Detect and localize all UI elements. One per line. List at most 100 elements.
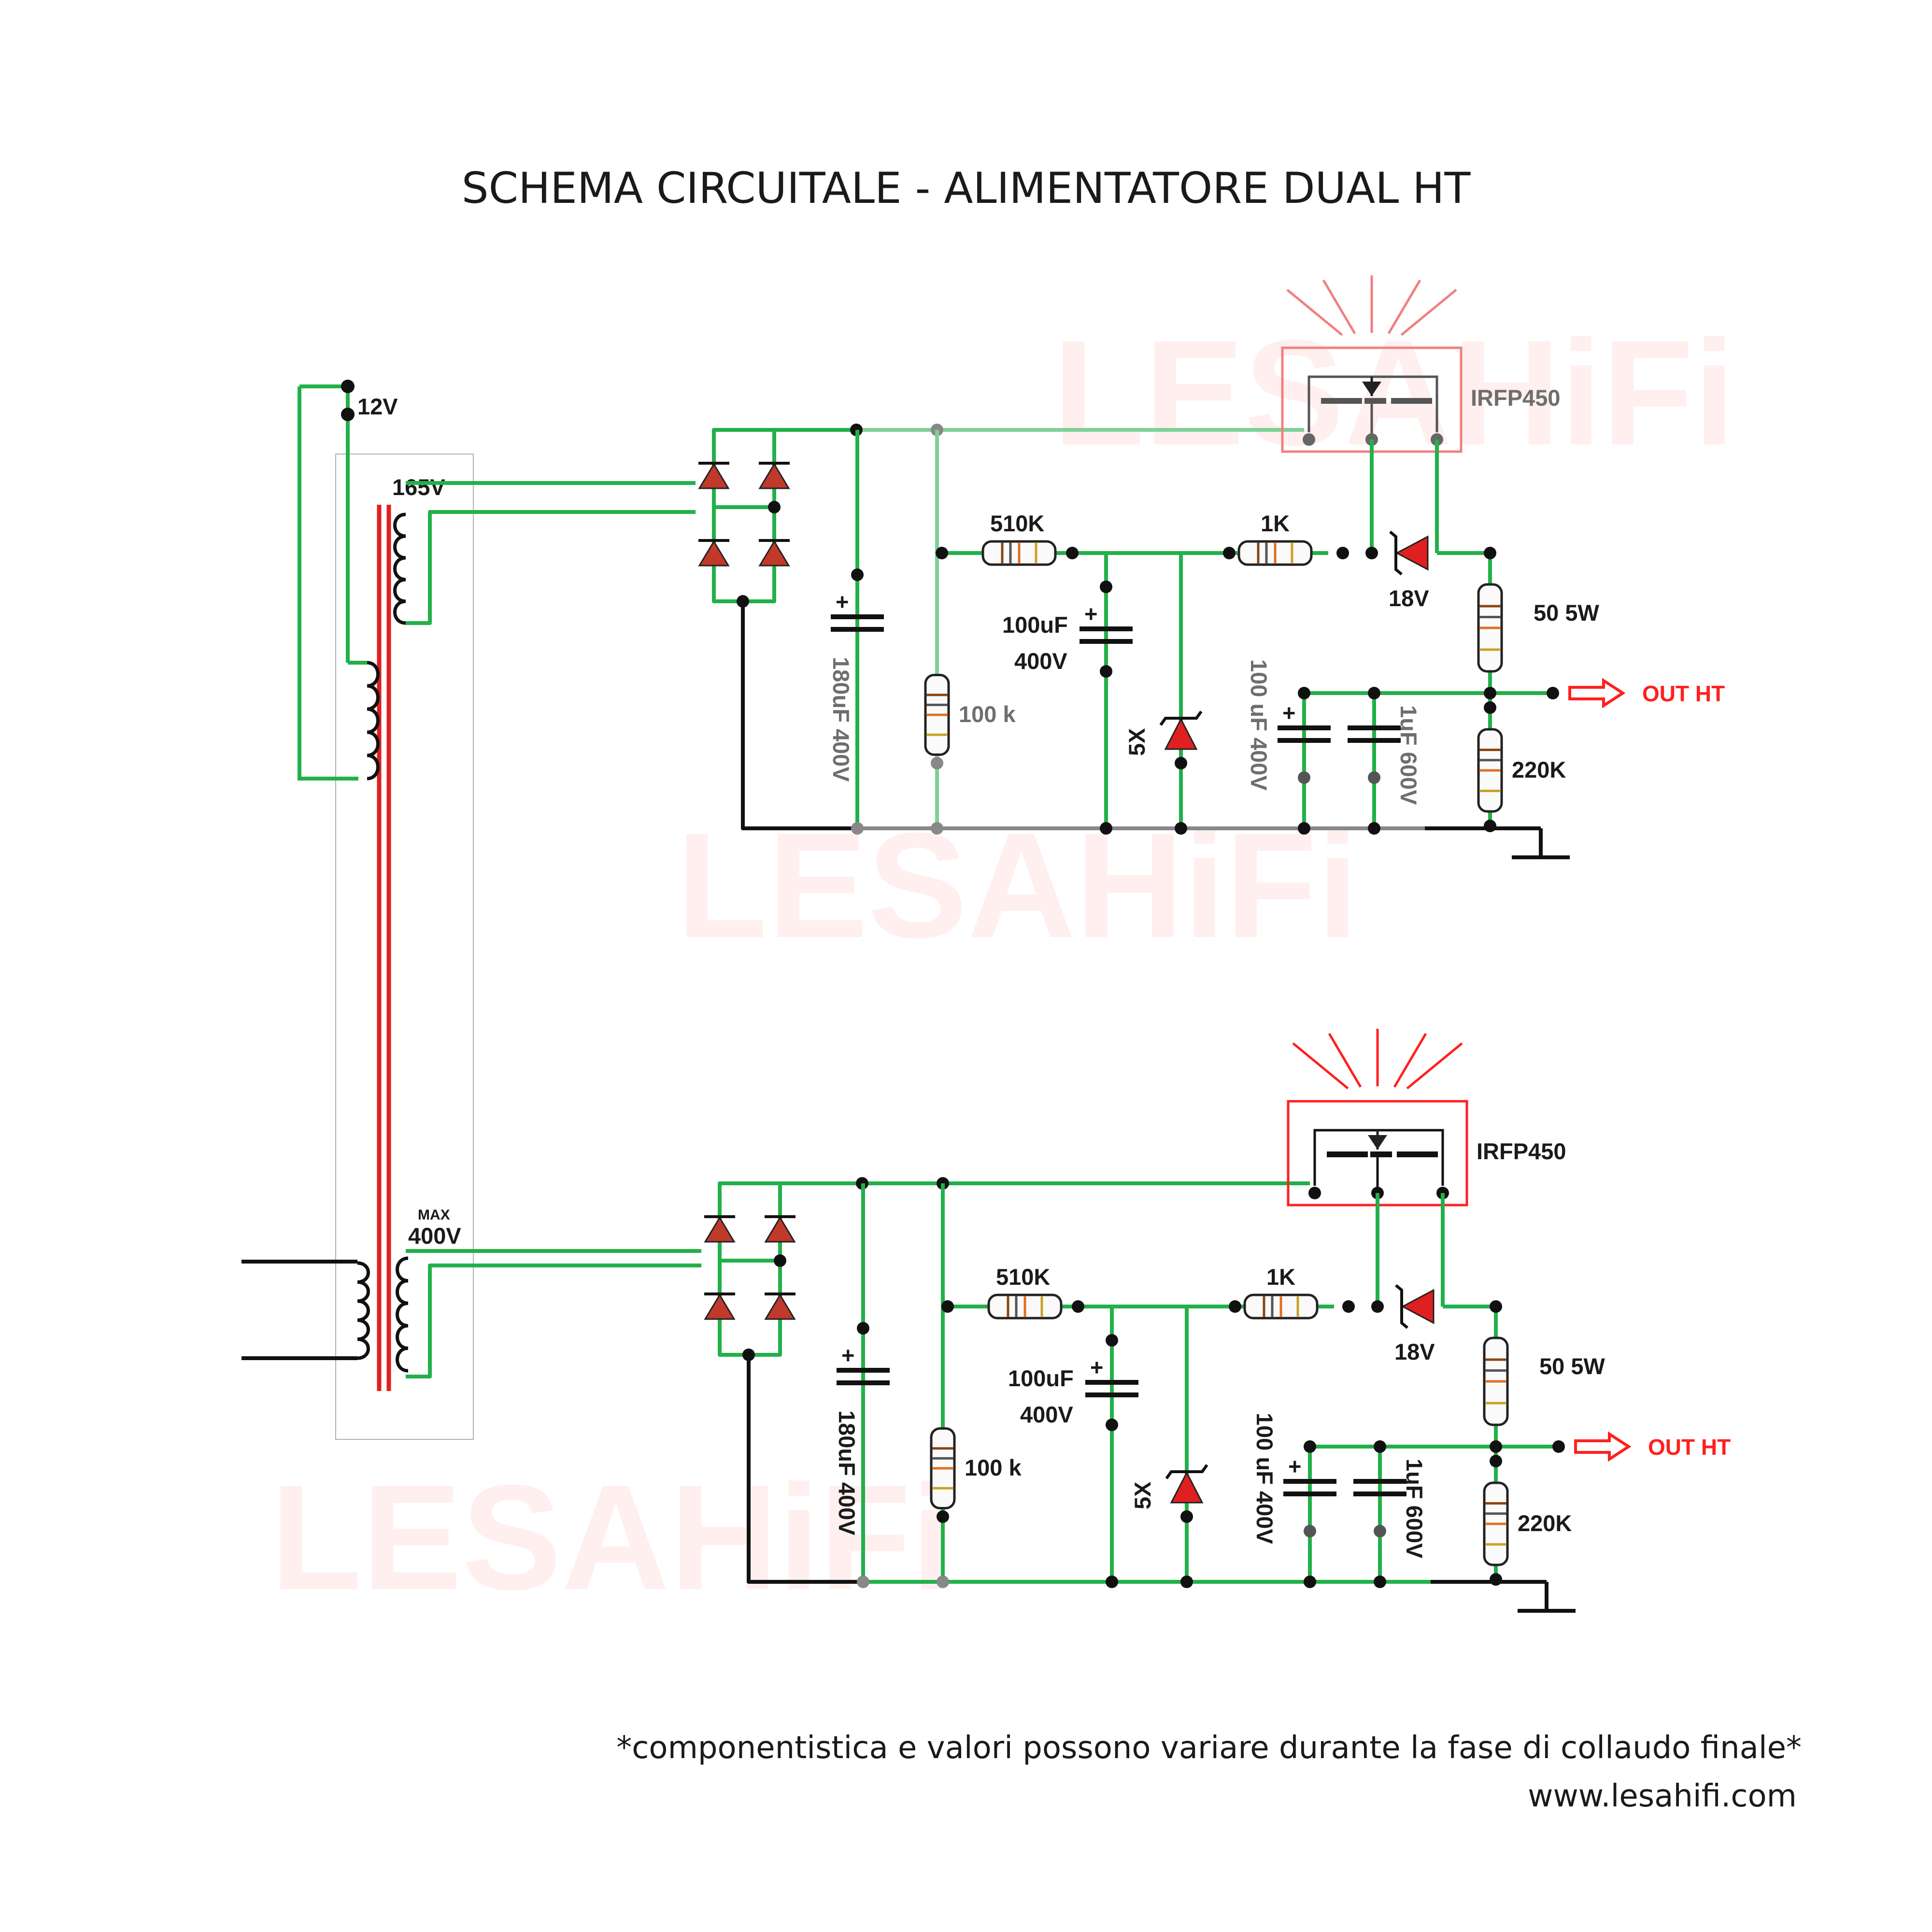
junction-dot — [1374, 1525, 1386, 1537]
bridge-diode-2 — [758, 462, 790, 489]
junction-dot — [774, 1254, 786, 1267]
junction-dot — [1180, 1576, 1193, 1588]
junction-dot — [1484, 701, 1496, 714]
heat-ray — [1322, 279, 1356, 334]
junction-dot — [1106, 1334, 1118, 1347]
terminal-12v-top — [341, 380, 355, 393]
label-output: OUT HT — [1642, 681, 1725, 706]
diode-triangle — [764, 1216, 796, 1243]
zener-triangle — [1164, 717, 1198, 750]
coil-winding — [396, 1256, 409, 1373]
zener-18v — [1395, 1284, 1435, 1329]
zener-5x — [1165, 1464, 1208, 1504]
label-165v: 165V — [392, 474, 445, 500]
zener-5x — [1159, 710, 1203, 750]
mosfet-irfp450: IRFP450 — [1287, 1029, 1566, 1207]
label-zener-18v: 18V — [1394, 1339, 1435, 1364]
junction-dot — [1100, 665, 1112, 678]
plus-sign-icon: + — [1084, 601, 1097, 626]
capacitor-100uf: + — [1080, 601, 1133, 644]
junction-dot — [937, 1576, 949, 1588]
junction-dot — [857, 1322, 869, 1335]
wire-primary — [242, 1260, 357, 1360]
capacitor-plate — [1353, 1479, 1406, 1484]
capacitor-plate — [1080, 639, 1133, 644]
junction-dot — [1304, 1576, 1316, 1588]
diode-triangle — [758, 540, 790, 567]
capacitor-plate — [1283, 1479, 1336, 1484]
heat-ray — [1328, 1033, 1362, 1088]
junction-dot — [1223, 547, 1236, 559]
capacitor-plate — [1278, 738, 1331, 743]
junction-dot — [1106, 1576, 1118, 1588]
bridge-diode-1 — [698, 462, 730, 489]
label-c1uf: 1uF 600V — [1396, 705, 1421, 805]
label-c100uf-b: 100 uF 400V — [1246, 659, 1272, 791]
capacitor-plate — [1085, 1380, 1138, 1385]
junction-dot — [1365, 547, 1378, 559]
coil-12v — [367, 661, 380, 781]
coil-winding — [393, 512, 406, 625]
junction-dot — [1100, 822, 1112, 835]
resistor-510k — [981, 540, 1057, 566]
label-c180: 180uF 400V — [834, 1410, 860, 1535]
label-output: OUT HT — [1648, 1435, 1731, 1460]
capacitor-1uf — [1348, 725, 1401, 743]
diode-triangle — [704, 1293, 736, 1320]
label-zener-5x: 5X — [1130, 1482, 1155, 1510]
capacitor-180uf: + — [837, 1342, 890, 1385]
resistor-1k — [1243, 1293, 1319, 1320]
bridge-diode-1 — [704, 1215, 736, 1243]
label-r220k: 220K — [1512, 757, 1566, 782]
junction-dot — [1484, 687, 1496, 699]
diode-triangle — [698, 540, 730, 567]
bridge-diode-3 — [704, 1293, 736, 1320]
plus-sign-icon: + — [1090, 1354, 1103, 1380]
junction-dot — [1374, 1576, 1386, 1588]
zener-triangle — [1170, 1471, 1204, 1504]
footer-url: www.lesahifi.com — [1528, 1778, 1797, 1814]
heat-ray — [1393, 1033, 1427, 1088]
watermark-lower: LESAHiFi — [270, 1453, 952, 1621]
mosfet-pin-left — [1308, 1187, 1321, 1199]
bridge-diode-4 — [764, 1293, 796, 1320]
capacitor-plate — [1348, 725, 1401, 730]
capacitor-plate — [831, 627, 884, 632]
ground-symbol — [1498, 1580, 1576, 1613]
capacitor-plate — [1353, 1492, 1406, 1496]
label-c100uf: 100uF — [1002, 612, 1068, 638]
wire-secondary-b — [406, 510, 696, 625]
output-arrow-icon — [1568, 678, 1626, 709]
diode-triangle — [704, 1216, 736, 1243]
watermark-upper: LESAHiFi — [1053, 309, 1735, 476]
label-r1k: 1K — [1261, 511, 1290, 536]
capacitor-100uf-b: + — [1283, 1453, 1336, 1496]
resistor-50-5w — [1483, 1336, 1509, 1426]
label-r220k: 220K — [1518, 1510, 1572, 1536]
label-400v: 400V — [408, 1223, 461, 1249]
wire-12v-b — [298, 386, 358, 781]
junction-dot — [1490, 1455, 1502, 1467]
junction-dot — [1072, 1300, 1084, 1313]
plus-sign-icon: + — [836, 589, 849, 614]
terminal-12v-bottom — [341, 408, 355, 421]
diode-triangle — [758, 463, 790, 489]
page-title: SCHEMA CIRCUITALE - ALIMENTATORE DUAL HT — [462, 163, 1471, 213]
junction-dot — [1371, 1300, 1384, 1313]
resistor-220k — [1477, 728, 1503, 813]
resistor-100k — [924, 674, 950, 756]
diode-triangle — [698, 463, 730, 489]
label-zener-5x: 5X — [1124, 728, 1150, 756]
junction-dot — [1490, 1440, 1502, 1453]
capacitor-plate — [1348, 738, 1401, 743]
junction-dot — [768, 501, 781, 513]
ground-rail-left — [747, 1355, 866, 1584]
junction-dot — [1066, 547, 1079, 559]
junction-dot — [936, 547, 948, 559]
label-r50-5w: 50 5W — [1539, 1353, 1605, 1379]
plus-sign-icon: + — [841, 1342, 854, 1368]
capacitor-plate — [1283, 1492, 1336, 1496]
